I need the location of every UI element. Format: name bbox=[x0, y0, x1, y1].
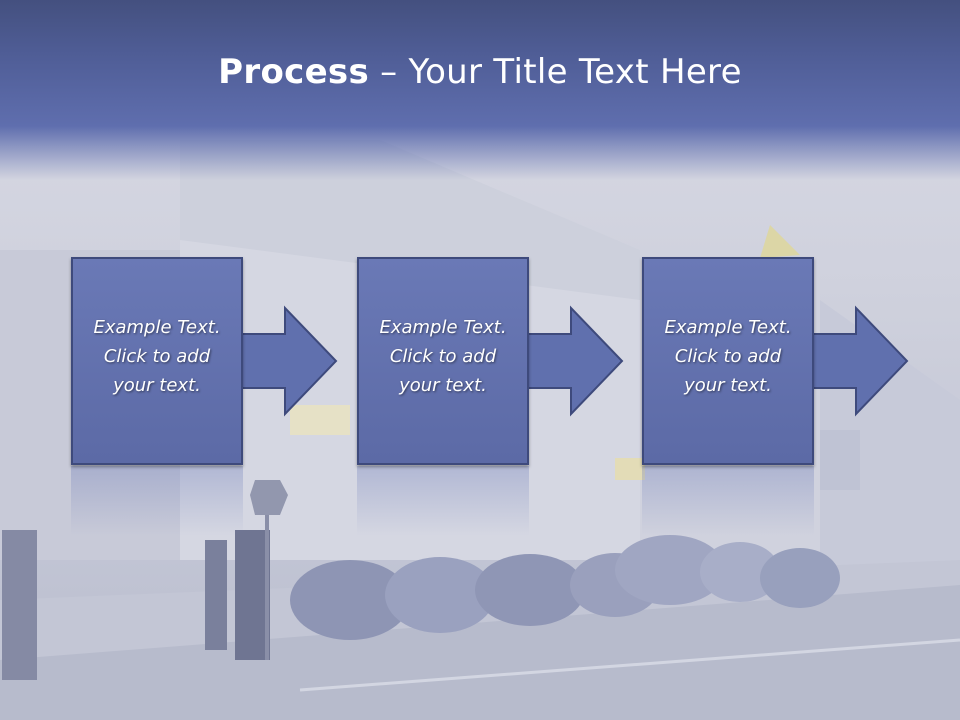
step-text: Example Text. Click to add your text. bbox=[359, 313, 527, 400]
step-line-2: Click to add bbox=[103, 346, 211, 367]
step-text: Example Text. Click to add your text. bbox=[73, 313, 241, 400]
title-rest: – Your Title Text Here bbox=[369, 52, 742, 92]
title-bold: Process bbox=[218, 52, 370, 92]
step-line-1: Example Text. bbox=[379, 317, 507, 338]
step-line-1: Example Text. bbox=[93, 317, 221, 338]
step-line-3: your text. bbox=[684, 375, 772, 396]
box-reflection bbox=[642, 466, 814, 536]
process-step-box[interactable]: Example Text. Click to add your text. bbox=[357, 257, 529, 465]
step-line-3: your text. bbox=[113, 375, 201, 396]
box-reflection bbox=[71, 466, 243, 536]
arrow-right-icon bbox=[239, 305, 338, 417]
step-text: Example Text. Click to add your text. bbox=[644, 313, 812, 400]
arrow-right-icon bbox=[810, 305, 909, 417]
step-line-2: Click to add bbox=[389, 346, 497, 367]
box-reflection bbox=[357, 466, 529, 536]
arrow-right-icon bbox=[525, 305, 624, 417]
process-step-box[interactable]: Example Text. Click to add your text. bbox=[642, 257, 814, 465]
step-line-1: Example Text. bbox=[664, 317, 792, 338]
header-band bbox=[0, 0, 960, 180]
slide-title[interactable]: Process – Your Title Text Here bbox=[0, 52, 960, 92]
step-line-3: your text. bbox=[399, 375, 487, 396]
process-step-box[interactable]: Example Text. Click to add your text. bbox=[71, 257, 243, 465]
step-line-2: Click to add bbox=[674, 346, 782, 367]
